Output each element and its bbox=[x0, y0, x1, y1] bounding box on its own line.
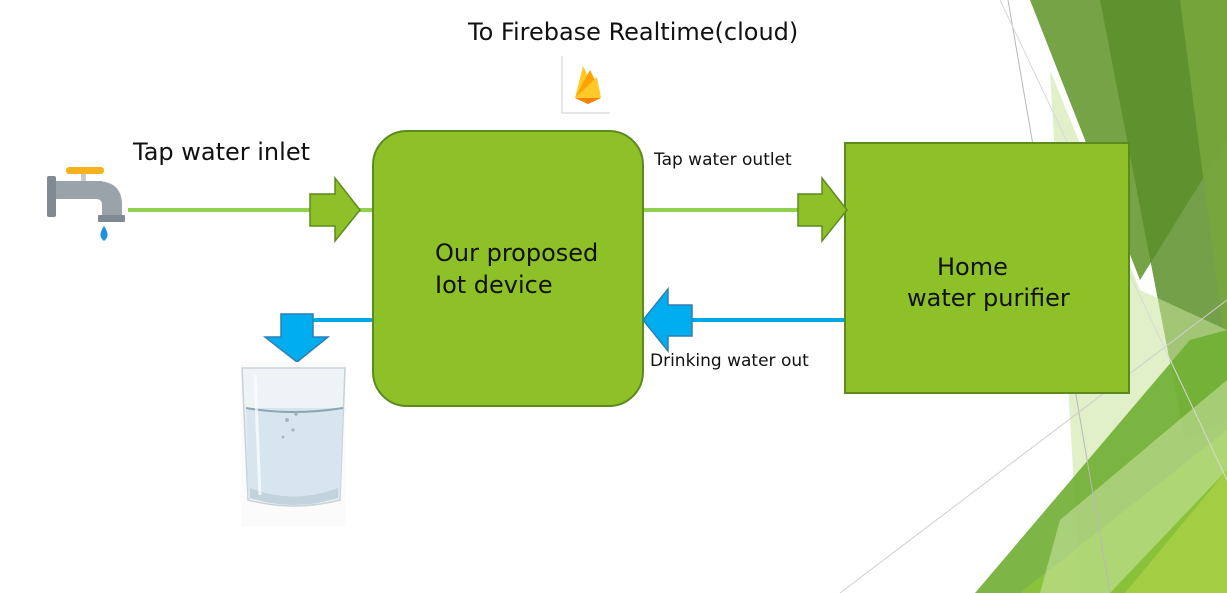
tap-water-inlet-label: Tap water inlet bbox=[133, 138, 310, 166]
outlet-arrow bbox=[797, 175, 848, 244]
purifier-box bbox=[844, 142, 1130, 394]
purifier-label: Home water purifier bbox=[907, 252, 1070, 314]
purifier-label-line2: water purifier bbox=[907, 284, 1070, 312]
glass-down-arrow bbox=[262, 313, 331, 363]
drinking-water-out-label: Drinking water out bbox=[650, 351, 809, 371]
water-glass-icon bbox=[241, 362, 346, 526]
cloud-title: To Firebase Realtime(cloud) bbox=[468, 18, 799, 46]
iot-device-label-line2: Iot device bbox=[435, 271, 553, 299]
firebase-icon bbox=[561, 56, 610, 114]
inlet-arrow bbox=[309, 175, 361, 244]
drinking-return-arrow bbox=[642, 286, 693, 354]
tap-water-outlet-label: Tap water outlet bbox=[654, 150, 792, 170]
iot-device-label-line1: Our proposed bbox=[435, 239, 599, 267]
faucet-icon bbox=[47, 167, 125, 241]
purifier-label-line1: Home bbox=[937, 253, 1008, 281]
iot-device-label: Our proposed Iot device bbox=[435, 237, 598, 301]
iot-device-box bbox=[372, 130, 644, 407]
